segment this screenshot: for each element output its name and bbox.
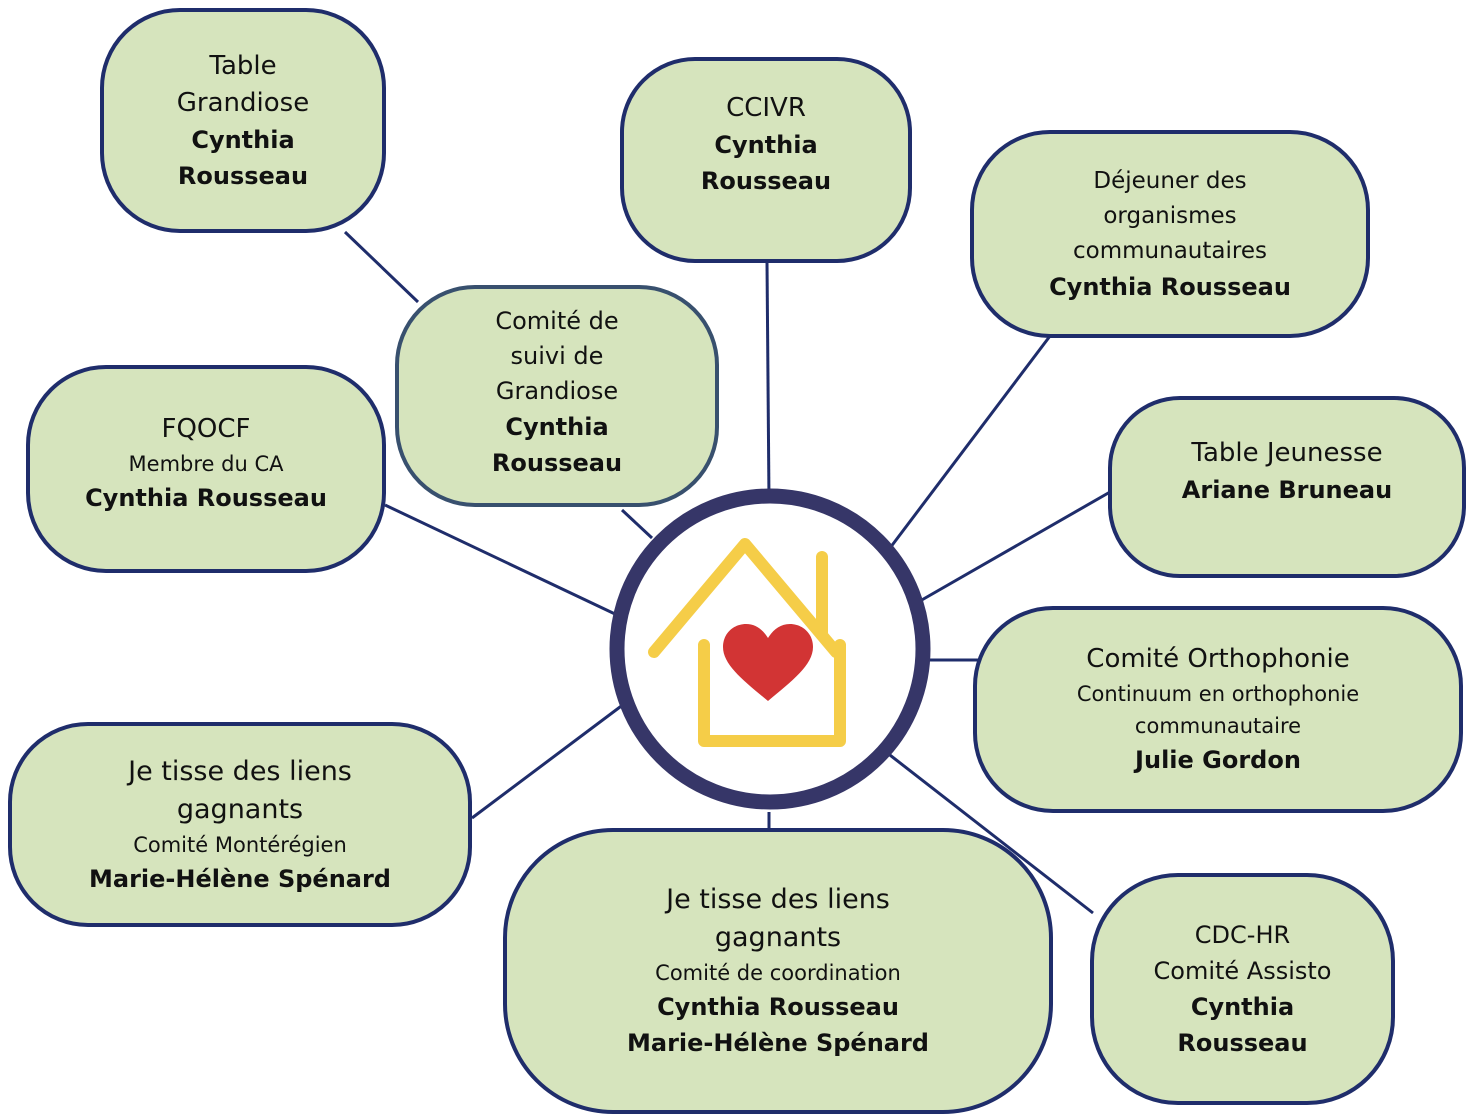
node-title-line: Comité Orthophonie	[1086, 644, 1350, 674]
hub-circle	[608, 487, 932, 811]
node-title-line: Comité Assisto	[1153, 957, 1332, 985]
connector-ccivr	[765, 261, 771, 501]
node-title-line: Grandiose	[176, 87, 310, 118]
node-title-line: Je tisse des liens	[128, 755, 352, 787]
node-subtitle-line: Comité Montérégien	[133, 832, 347, 857]
connector-liens-monteregien	[471, 702, 625, 820]
node-subtitle-line: communautaire	[1134, 714, 1302, 738]
node-title-line: organismes	[1103, 202, 1237, 229]
node-comite-suivi: Comité de suivi de Grandiose Cynthia Rou…	[395, 285, 719, 507]
node-title-line: Je tisse des liens	[666, 884, 890, 915]
node-table-grandiose: Table Grandiose Cynthia Rousseau	[100, 8, 386, 233]
house-heart-icon	[648, 538, 846, 747]
connector-comite-suivi	[620, 508, 654, 540]
node-person-line: Rousseau	[700, 166, 832, 195]
node-person-line: Cynthia	[191, 125, 295, 154]
node-title-line: gagnants	[714, 922, 842, 953]
node-dejeuner: Déjeuner des organismes communautaires C…	[970, 130, 1370, 338]
node-person-line: Marie-Hélène Spénard	[626, 1029, 929, 1057]
node-title-line: FQOCF	[161, 413, 251, 444]
node-person-line: Cynthia Rousseau	[85, 483, 327, 512]
node-person-line: Rousseau	[177, 161, 309, 190]
node-person-line: Cynthia	[1190, 993, 1295, 1021]
node-liens-monteregien: Je tisse des liens gagnants Comité Monté…	[8, 722, 472, 927]
connector-fqocf	[384, 503, 616, 616]
connector-dejeuner	[888, 335, 1052, 549]
node-cdc-hr: CDC-HR Comité Assisto Cynthia Rousseau	[1090, 873, 1395, 1105]
node-ccivr: CCIVR Cynthia Rousseau	[620, 57, 912, 263]
node-subtitle-line: Membre du CA	[128, 451, 284, 476]
node-title-line: communautaires	[1073, 237, 1267, 264]
node-subtitle-line: Comité de coordination	[655, 961, 901, 985]
node-person-line: Cynthia Rousseau	[657, 993, 899, 1021]
node-person-line: Ariane Bruneau	[1181, 475, 1393, 504]
node-table-jeunesse: Table Jeunesse Ariane Bruneau	[1108, 396, 1466, 578]
node-title-line: Déjeuner des	[1093, 167, 1247, 194]
node-title-line: gagnants	[176, 793, 304, 825]
node-title-line: Table Jeunesse	[1191, 437, 1383, 468]
node-fqocf: FQOCF Membre du CA Cynthia Rousseau	[26, 365, 386, 573]
node-person-line: Cynthia	[505, 412, 609, 441]
node-title-line: Table	[209, 50, 277, 81]
node-person-line: Cynthia	[714, 130, 818, 159]
node-liens-coordination: Je tisse des liens gagnants Comité de co…	[503, 828, 1053, 1114]
connector-table-jeunesse	[919, 486, 1118, 603]
node-title-line: suivi de	[510, 341, 604, 370]
node-title-line: CDC-HR	[1194, 921, 1291, 949]
node-person-line: Rousseau	[491, 448, 623, 477]
node-title-line: Comité de	[495, 306, 619, 335]
node-orthophonie: Comité Orthophonie Continuum en orthopho…	[973, 606, 1463, 813]
connector-table-grandiose	[343, 230, 420, 304]
node-subtitle-line: Continuum en orthophonie	[1076, 682, 1360, 706]
node-person-line: Rousseau	[1177, 1029, 1308, 1057]
node-person-line: Marie-Hélène Spénard	[88, 864, 391, 893]
node-person-line: Cynthia Rousseau	[1049, 272, 1291, 301]
node-title-line: Grandiose	[495, 376, 619, 405]
node-title-line: CCIVR	[726, 92, 806, 123]
node-person-line: Julie Gordon	[1135, 746, 1301, 774]
connector-cdc-hr	[885, 750, 1094, 915]
